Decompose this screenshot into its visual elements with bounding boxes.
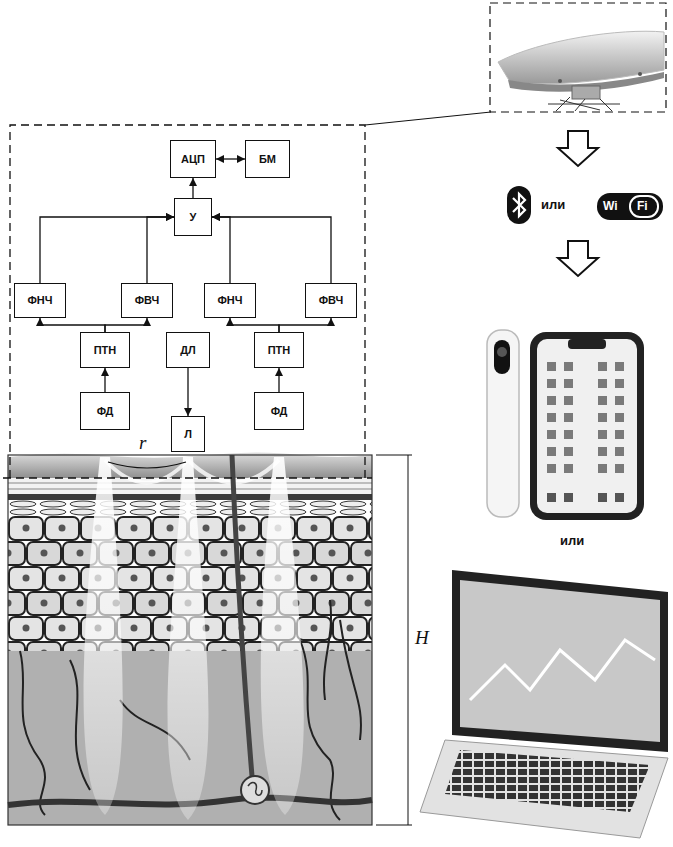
block-box: ФВЧ [305,283,357,318]
block-label: ФД [97,405,114,418]
block-box: ПТН [80,332,130,368]
block-label: ФВЧ [319,294,344,307]
block-label: ФД [271,405,288,418]
laptop-keyboard [445,750,650,812]
screw [638,72,642,76]
device-boundary [3,477,372,478]
signal-arrow [278,368,279,392]
phone-back [487,330,519,517]
phone-front [530,332,644,520]
block-label: ФВЧ [135,294,160,307]
flow-arrow [558,131,598,166]
device-sensor [572,86,600,99]
block-box: БМ [245,140,290,178]
camera-lens [497,347,507,357]
signal-arrow [105,318,147,332]
signal-arrow [147,217,174,283]
wifi-logo-inner [630,196,658,217]
block-box: ФВЧ [121,283,173,318]
block-box: ФД [80,392,130,430]
block-box: ФНЧ [14,283,66,318]
conjunction-label: или [541,198,565,211]
signal-arrow [212,217,230,283]
block-box: ДЛ [166,332,210,368]
laptop-base [420,740,668,838]
block-label: Л [184,428,192,441]
photon-path [105,460,279,483]
block-box: У [174,198,212,236]
signal-arrow [192,178,193,198]
skin-outline [8,455,372,825]
dimension-label: H [415,628,429,647]
laptop-screen [460,580,660,742]
block-label: АЦП [181,153,205,166]
app-icons [596,360,630,479]
wifi-logo [597,193,663,220]
signal-arrow [187,368,188,416]
conjunction-label: или [560,534,584,547]
device-strap [548,97,620,111]
block-box: Л [171,416,205,452]
block-box: ПТН [254,332,304,368]
signal-arrow [216,158,245,159]
hair-bulb-detail [248,783,262,796]
app-icon [615,493,624,502]
block-label: БМ [259,153,276,166]
device-boundary [10,125,365,478]
phone-notch [568,339,606,349]
photo-frame [490,3,666,112]
block-box: ФД [254,392,304,430]
block-label: У [190,211,197,224]
phone-screen [537,339,637,513]
bluetooth-rune [513,194,525,216]
light-beam [84,457,123,815]
block-label: ФНЧ [27,294,52,307]
hair-bulb [241,776,269,804]
app-icon [547,493,556,502]
block-label: ДЛ [180,344,196,357]
block-label: ПТН [94,344,117,357]
logo-text: Wi [603,200,618,212]
flow-arrow [558,241,598,276]
phone-camera [494,340,510,374]
bluetooth-icon [507,186,531,224]
block-label: ПТН [268,344,291,357]
signal-arrow [279,318,331,332]
screw [558,79,562,83]
dimension-label: r [139,433,146,452]
light-beam [168,457,209,820]
leader-line [365,112,491,125]
app-icons [545,360,579,479]
app-icon [598,493,607,502]
dimension-line [376,455,412,825]
signal-arrow [40,318,105,332]
block-box: ФНЧ [204,283,256,318]
signal-arrow [104,368,105,392]
block-label: ФНЧ [217,294,242,307]
screen-chart [470,640,655,700]
laptop-lid [452,570,668,752]
signal-arrow [230,318,279,332]
block-box: АЦП [170,140,216,178]
logo-text: Fi [637,200,648,212]
light-beam [261,457,304,815]
signal-arrow [40,217,174,283]
device-body [498,31,664,84]
dimension-arc [108,462,186,468]
signal-arrow [212,217,331,283]
app-icon [564,493,573,502]
hair [232,455,252,776]
